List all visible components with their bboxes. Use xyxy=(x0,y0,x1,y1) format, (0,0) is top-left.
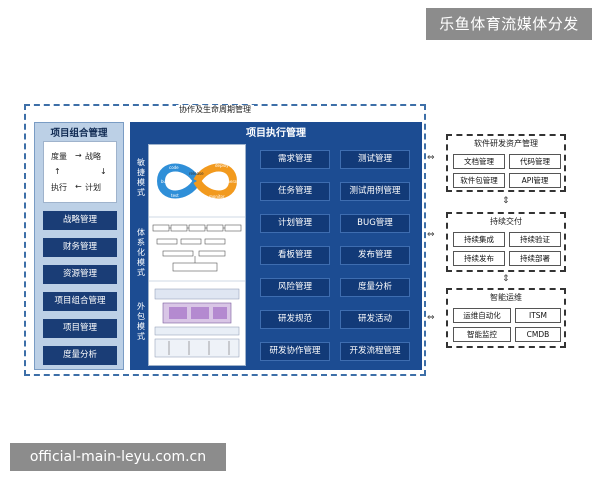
infinity-loop-icon: code build test release deploy operate m… xyxy=(156,163,241,199)
portfolio-item[interactable]: 战略管理 xyxy=(43,211,117,230)
execution-item[interactable]: 看板管理 xyxy=(260,246,330,265)
arrow-down-icon: ↓ xyxy=(100,167,107,176)
execution-item[interactable]: 风险管理 xyxy=(260,278,330,297)
assets-item[interactable]: 软件包管理 xyxy=(453,173,505,188)
execution-item[interactable]: 需求管理 xyxy=(260,150,330,169)
execution-panel: 项目执行管理 敏捷模式 体系化模式 外包模式 code build test r… xyxy=(130,122,422,370)
agile-label: release xyxy=(189,171,204,176)
ops-panel: 智能运维 运维自动化 ITSM 智能监控 CMDB xyxy=(446,288,566,348)
mode-illustrations: code build test release deploy operate m… xyxy=(148,144,246,366)
agile-label: test xyxy=(171,193,179,198)
execution-item[interactable]: BUG管理 xyxy=(340,214,410,233)
ops-item[interactable]: ITSM xyxy=(515,308,561,323)
execution-item[interactable]: 测试用例管理 xyxy=(340,182,410,201)
mode-systematic: 体系化模式 xyxy=(137,228,145,277)
delivery-item[interactable]: 持续验证 xyxy=(509,232,561,247)
delivery-title: 持续交付 xyxy=(490,217,522,226)
arrow-up-icon: ↑ xyxy=(54,167,61,176)
cycle-strategy: 战略 xyxy=(85,152,101,161)
portfolio-panel: 项目组合管理 度量 战略 执行 计划 → ↓ ← ↑ 战略管理 财务管理 资源管… xyxy=(34,122,124,370)
execution-item[interactable]: 度量分析 xyxy=(340,278,410,297)
agile-label: code xyxy=(169,165,179,170)
execution-item[interactable]: 研发活动 xyxy=(340,310,410,329)
execution-item[interactable]: 研发规范 xyxy=(260,310,330,329)
delivery-item[interactable]: 持续部署 xyxy=(509,251,561,266)
cycle-plan: 计划 xyxy=(85,183,101,192)
delivery-panel: 持续交付 持续集成 持续验证 持续发布 持续部署 xyxy=(446,212,566,272)
ops-item[interactable]: CMDB xyxy=(515,327,561,342)
vertical-double-arrow-icon: ⇕ xyxy=(502,274,510,284)
portfolio-cycle: 度量 战略 执行 计划 → ↓ ← ↑ xyxy=(43,141,117,203)
execution-item[interactable]: 发布管理 xyxy=(340,246,410,265)
portfolio-title: 项目组合管理 xyxy=(50,128,108,139)
arrow-right-icon: → xyxy=(75,151,82,160)
execution-item[interactable]: 研发协作管理 xyxy=(260,342,330,361)
execution-item[interactable]: 开发流程管理 xyxy=(340,342,410,361)
double-arrow-icon: ⇔ xyxy=(427,153,435,163)
mode-agile: 敏捷模式 xyxy=(137,158,145,197)
execution-item[interactable]: 计划管理 xyxy=(260,214,330,233)
agile-label: monitor xyxy=(209,194,225,199)
portfolio-item[interactable]: 项目管理 xyxy=(43,319,117,338)
portfolio-item[interactable]: 资源管理 xyxy=(43,265,117,284)
ops-item[interactable]: 智能监控 xyxy=(453,327,511,342)
double-arrow-icon: ⇔ xyxy=(427,313,435,323)
agile-label: operate xyxy=(225,179,241,184)
watermark-bottom: official-main-leyu.com.cn xyxy=(10,443,226,471)
assets-item[interactable]: API管理 xyxy=(509,173,561,188)
ops-title: 智能运维 xyxy=(490,293,522,302)
delivery-item[interactable]: 持续集成 xyxy=(453,232,505,247)
execution-title: 项目执行管理 xyxy=(246,128,306,139)
execution-item[interactable]: 任务管理 xyxy=(260,182,330,201)
assets-item[interactable]: 代码管理 xyxy=(509,154,561,169)
process-flow-icon xyxy=(152,224,242,272)
portfolio-item[interactable]: 项目组合管理 xyxy=(43,292,117,311)
cycle-measure: 度量 xyxy=(51,152,67,161)
agile-label: deploy xyxy=(215,163,229,168)
execution-item[interactable]: 测试管理 xyxy=(340,150,410,169)
vertical-double-arrow-icon: ⇕ xyxy=(502,196,510,206)
assets-panel: 软件研发资产管理 文档管理 代码管理 软件包管理 API管理 xyxy=(446,134,566,192)
assets-title: 软件研发资产管理 xyxy=(474,139,538,148)
mode-outsource: 外包模式 xyxy=(137,302,145,341)
lifecycle-title: 协作及生命周期管理 xyxy=(176,105,254,115)
portfolio-item[interactable]: 财务管理 xyxy=(43,238,117,257)
double-arrow-icon: ⇔ xyxy=(427,230,435,240)
arrow-left-icon: ← xyxy=(75,182,82,191)
mode-illustration-graphic: code build test release deploy operate m… xyxy=(149,163,245,358)
assets-item[interactable]: 文档管理 xyxy=(453,154,505,169)
delivery-item[interactable]: 持续发布 xyxy=(453,251,505,266)
agile-label: build xyxy=(161,179,171,184)
lifecycle-frame: 协作及生命周期管理 项目组合管理 度量 战略 执行 计划 → ↓ ← ↑ 战略管… xyxy=(24,104,426,376)
cycle-execute: 执行 xyxy=(51,183,67,192)
outsource-diagram-icon xyxy=(154,288,240,358)
watermark-top: 乐鱼体育流媒体分发 xyxy=(426,8,592,40)
portfolio-item[interactable]: 度量分析 xyxy=(43,346,117,365)
ops-item[interactable]: 运维自动化 xyxy=(453,308,511,323)
